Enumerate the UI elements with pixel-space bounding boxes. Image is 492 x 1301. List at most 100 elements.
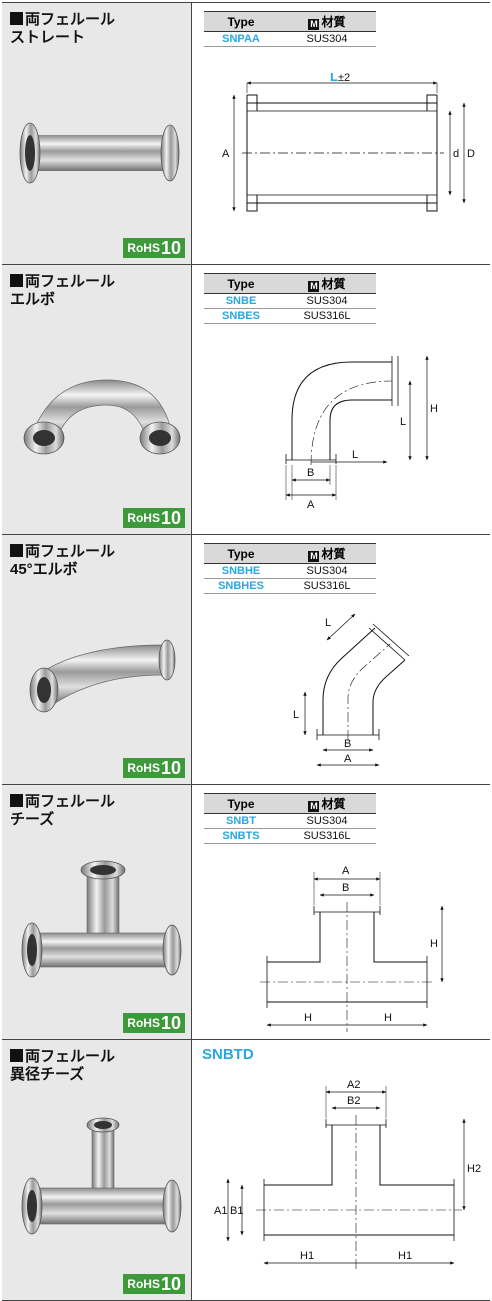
- rohs-badge: RoHS10: [123, 758, 185, 778]
- type-header: Type: [204, 11, 278, 32]
- dim-h-left: H: [304, 1012, 312, 1024]
- material-value: SUS304: [278, 813, 376, 829]
- type-code: SNBHE: [204, 563, 278, 579]
- type-code: SNBE: [204, 293, 278, 309]
- product-photo-panel: 両フェルール 45°エルボ RoHS10: [2, 535, 192, 784]
- material-mark-icon: M: [308, 281, 320, 292]
- dim-d-large: D: [467, 148, 475, 160]
- material-value: SUS316L: [278, 308, 376, 324]
- dim-h1-right: H1: [398, 1250, 412, 1262]
- material-mark-icon: M: [308, 801, 320, 812]
- rohs-badge: RoHS10: [123, 1013, 185, 1033]
- dim-h2: H2: [467, 1163, 481, 1175]
- rohs-number: 10: [160, 1013, 181, 1033]
- product-photo-panel: 両フェルール 異径チーズ RoHS10: [2, 1040, 192, 1300]
- material-value: SUS316L: [278, 578, 376, 594]
- elbow-45-ferrule-photo: [29, 639, 176, 713]
- product-title: 両フェルール ストレート: [10, 11, 116, 46]
- product-photo-panel: 両フェルール エルボ RoHS10: [2, 265, 192, 534]
- rohs-label: RoHS: [127, 1277, 160, 1291]
- dim-l-vertical: L: [293, 709, 299, 721]
- material-header-label: 材質: [321, 277, 346, 291]
- rohs-label: RoHS: [127, 1016, 160, 1030]
- straight-ferrule-photo: [19, 122, 180, 184]
- dim-h1-left: H1: [300, 1250, 314, 1262]
- type-header: Type: [204, 543, 278, 564]
- material-header-label: 材質: [321, 15, 346, 29]
- tee-dimension-drawing: A B H H H: [260, 865, 444, 1032]
- reducing-tee-dimension-drawing: A2 B2 H1 H1 H2 A1 B1: [214, 1080, 481, 1270]
- straight-dimension-drawing: L±2 A d D: [222, 73, 475, 212]
- material-header-label: 材質: [321, 797, 346, 811]
- material-mark-icon: M: [308, 19, 320, 30]
- dim-a: A: [307, 499, 315, 511]
- product-title: 両フェルール 45°エルボ: [10, 543, 116, 578]
- product-photo-panel: 両フェルール チーズ RoHS10: [2, 785, 192, 1039]
- rohs-number: 10: [160, 758, 181, 778]
- dim-a: A: [342, 865, 350, 877]
- dim-b: B: [342, 882, 349, 894]
- product-title: 両フェルール チーズ: [10, 793, 116, 828]
- elbow-ferrule-photo: [23, 379, 181, 455]
- dim-b2: B2: [347, 1095, 360, 1107]
- type-code: SNBHES: [204, 578, 278, 594]
- rohs-badge: RoHS10: [123, 508, 185, 528]
- rohs-label: RoHS: [127, 241, 160, 255]
- rohs-label: RoHS: [127, 511, 160, 525]
- product-title: 両フェルール 異径チーズ: [10, 1048, 116, 1083]
- material-value: SUS304: [278, 293, 376, 309]
- rohs-label: RoHS: [127, 761, 160, 775]
- dim-a: A: [222, 148, 230, 160]
- spec-panel: SNBTD A2 B2: [192, 1040, 490, 1300]
- rohs-badge: RoHS10: [123, 238, 185, 258]
- dim-a1: A1: [214, 1205, 227, 1217]
- dim-b1: B1: [230, 1205, 243, 1217]
- dim-b: B: [307, 467, 314, 479]
- dim-l-angled: L: [325, 617, 331, 629]
- material-value: SUS304: [278, 31, 376, 47]
- dim-d-small: d: [453, 148, 459, 160]
- tee-ferrule-photo: [21, 860, 182, 978]
- dim-a: A: [344, 753, 352, 765]
- product-photo-panel: 両フェルール ストレート RoHS10: [2, 3, 192, 264]
- type-header: Type: [204, 793, 278, 814]
- rohs-badge: RoHS10: [123, 1274, 185, 1294]
- dim-b: B: [344, 738, 351, 750]
- type-code: SNBTS: [204, 828, 278, 844]
- dim-a2: A2: [347, 1080, 360, 1091]
- material-value: SUS316L: [278, 828, 376, 844]
- dim-l: L±2: [330, 73, 350, 84]
- dim-h-right: H: [384, 1012, 392, 1024]
- type-code: SNBES: [204, 308, 278, 324]
- type-code: SNBTD: [202, 1046, 254, 1063]
- dim-l-vertical: L: [400, 416, 406, 428]
- elbow-dimension-drawing: B A L L H: [285, 355, 438, 511]
- dim-l-horizontal: L: [352, 449, 358, 461]
- type-code: SNPAA: [204, 31, 278, 47]
- material-header-label: 材質: [321, 547, 346, 561]
- rohs-number: 10: [160, 508, 181, 528]
- dim-h: H: [430, 403, 438, 415]
- material-mark-icon: M: [308, 551, 320, 562]
- product-row-reducing-tee: 両フェルール 異径チーズ RoHS10 SNBTD: [2, 1040, 490, 1301]
- type-code: SNBT: [204, 813, 278, 829]
